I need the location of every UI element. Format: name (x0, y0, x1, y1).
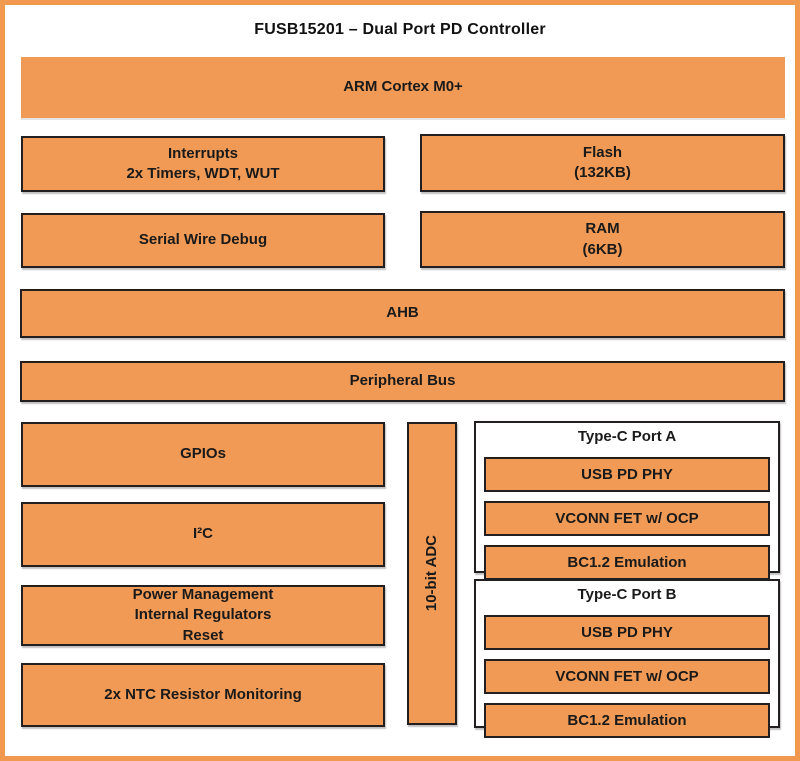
diagram-title: FUSB15201 – Dual Port PD Controller (254, 21, 546, 38)
block-bc12-emulation-a: BC1.2 Emulation (484, 545, 770, 580)
block-flash: Flash (132KB) (420, 134, 785, 192)
block-label: VCONN FET w/ OCP (555, 668, 699, 685)
block-vconn-fet-ocp-b: VCONN FET w/ OCP (484, 659, 770, 694)
block-label: USB PD PHY (581, 466, 673, 483)
block-usb-pd-phy-a: USB PD PHY (484, 457, 770, 492)
block-label: 2x NTC Resistor Monitoring (104, 685, 302, 703)
block-label-line2: 2x Timers, WDT, WUT (126, 165, 280, 182)
typec-port-b-title: Type-C Port B (577, 586, 677, 603)
block-bc12-emulation-b: BC1.2 Emulation (484, 703, 770, 738)
block-vconn-fet-ocp-a: VCONN FET w/ OCP (484, 501, 770, 536)
block-label: USB PD PHY (581, 624, 673, 641)
block-label: ARM Cortex M0+ (343, 78, 463, 96)
block-serial-wire-debug: Serial Wire Debug (21, 213, 385, 268)
block-label-line1: Interrupts (167, 144, 238, 162)
typec-port-a-title: Type-C Port A (577, 428, 677, 445)
block-arm-cortex-m0: ARM Cortex M0+ (21, 57, 785, 118)
block-label-line1: RAM (585, 220, 620, 238)
typec-port-a-container: Type-C Port A USB PD PHY VCONN FET w/ OC… (474, 421, 780, 580)
block-interrupts-timers: Interrupts 2x Timers, WDT, WUT (21, 136, 385, 192)
block-power-management: Power Management Internal Regulators Res… (21, 585, 385, 646)
block-label: Serial Wire Debug (138, 231, 268, 249)
block-ram: RAM (6KB) (420, 211, 785, 268)
block-label: AHB (386, 304, 419, 322)
block-label: BC1.2 Emulation (567, 712, 687, 729)
block-peripheral-bus: Peripheral Bus (20, 361, 785, 402)
block-label: BC1.2 Emulation (567, 554, 687, 571)
block-label: VCONN FET w/ OCP (555, 510, 699, 527)
block-label-line1: Flash (582, 143, 623, 161)
block-gpios: GPIOs (21, 422, 385, 487)
typec-port-b-container: Type-C Port B USB PD PHY VCONN FET w/ OC… (474, 579, 780, 738)
block-label: Peripheral Bus (349, 372, 456, 390)
block-label: I²C (193, 525, 213, 543)
block-ntc-resistor-monitoring: 2x NTC Resistor Monitoring (21, 663, 385, 727)
block-10bit-adc: 10-bit ADC (407, 422, 457, 725)
block-label-line3: Reset (182, 626, 224, 644)
block-label: GPIOs (180, 445, 226, 463)
block-i2c: I²C (21, 502, 385, 567)
block-label-line1: Power Management (132, 586, 274, 604)
block-label-line2: (6KB) (582, 240, 623, 258)
block-label-line2: Internal Regulators (134, 606, 272, 624)
block-label-line2: (132KB) (574, 164, 631, 181)
block-usb-pd-phy-b: USB PD PHY (484, 615, 770, 650)
block-ahb-bus: AHB (20, 289, 785, 338)
block-label-vertical: 10-bit ADC (422, 535, 440, 612)
